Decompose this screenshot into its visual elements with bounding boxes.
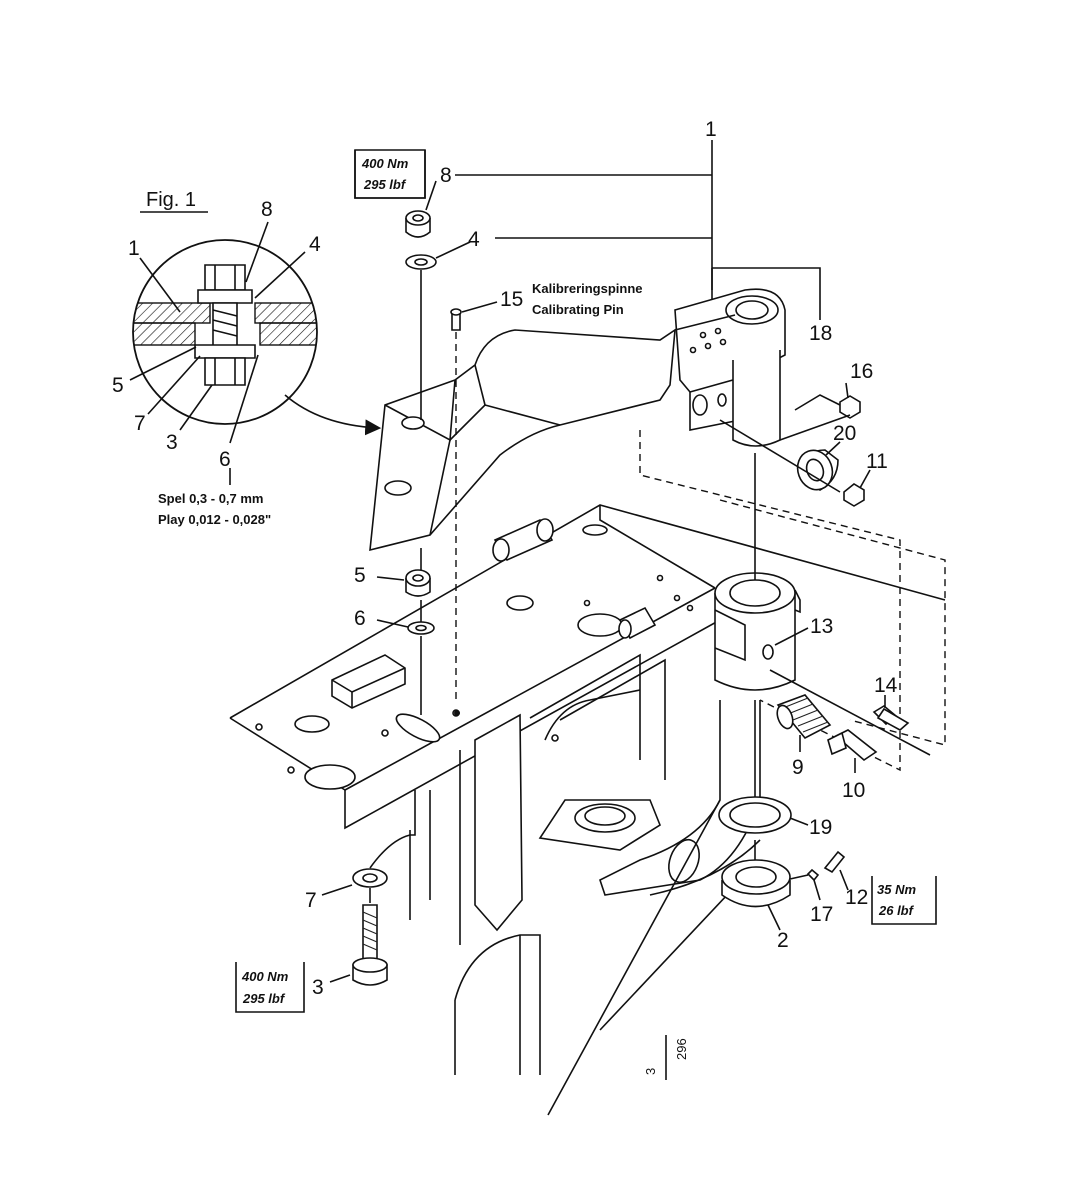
callout-6: 6 — [354, 607, 366, 630]
torque-box-right — [871, 876, 937, 925]
calibrating-pin — [450, 308, 462, 716]
detail-callout-3: 3 — [166, 431, 178, 454]
play-note-sv: Spel 0,3 - 0,7 mm — [158, 491, 264, 506]
callout-3: 3 — [312, 976, 324, 999]
callout-4: 4 — [468, 228, 480, 251]
torque-box-bottom — [235, 962, 305, 1013]
callout-13: 13 — [810, 615, 833, 638]
callout-8: 8 — [440, 164, 452, 187]
callout-7: 7 — [305, 889, 317, 912]
callout-20: 20 — [833, 422, 856, 445]
detail-pointer-arrow — [284, 394, 382, 436]
clamp-sleeve — [714, 572, 801, 691]
torque-top-lbf: 295 lbf — [363, 177, 407, 192]
callout-16: 16 — [850, 360, 873, 383]
bottom-assembly — [718, 796, 846, 908]
callout-9: 9 — [792, 756, 804, 779]
detail-callout-1: 1 — [128, 237, 140, 260]
detail-callout-7: 7 — [134, 412, 146, 435]
lower-bolt — [352, 790, 416, 986]
callout-15: 15 — [500, 288, 523, 311]
detail-callout-5: 5 — [112, 374, 124, 397]
alignment-lines — [639, 430, 946, 860]
torque-box-top — [354, 149, 426, 199]
play-note-en: Play 0,012 - 0,028" — [158, 512, 271, 527]
drawing-ref-num: 3 — [643, 1068, 658, 1075]
drawing-ref-den: 296 — [674, 1038, 689, 1060]
steering-arm — [369, 288, 786, 552]
top-fastener-stack — [405, 210, 437, 420]
callout-14: 14 — [874, 674, 898, 697]
detail-view-circle — [132, 239, 318, 425]
lower-washers — [405, 548, 435, 715]
callout-12: 12 — [845, 886, 868, 909]
callout-17: 17 — [810, 903, 833, 926]
torque-right-nm: 35 Nm — [877, 882, 916, 897]
calibrating-pin-label-en: Calibrating Pin — [532, 302, 624, 317]
torque-bottom-nm: 400 Nm — [241, 969, 289, 984]
detail-callout-8: 8 — [261, 198, 273, 221]
figure-title: Fig. 1 — [146, 189, 196, 211]
detail-callout-4: 4 — [309, 233, 321, 256]
callout-10: 10 — [842, 779, 865, 802]
torque-top-nm: 400 Nm — [361, 156, 409, 171]
callout-2: 2 — [777, 929, 789, 952]
adjuster-parts — [769, 669, 931, 762]
leader-lines — [129, 140, 886, 1080]
callout-11: 11 — [866, 450, 888, 473]
right-nuts — [719, 394, 865, 507]
callout-5: 5 — [354, 564, 366, 587]
detail-callout-6: 6 — [219, 448, 231, 471]
callout-18: 18 — [809, 322, 832, 345]
callout-19: 19 — [809, 816, 832, 839]
calibrating-pin-label-sv: Kalibreringspinne — [532, 281, 643, 296]
torque-bottom-lbf: 295 lbf — [242, 991, 286, 1006]
callout-1: 1 — [705, 118, 717, 141]
torque-right-lbf: 26 lbf — [878, 903, 915, 918]
chassis-frame — [229, 504, 946, 1116]
